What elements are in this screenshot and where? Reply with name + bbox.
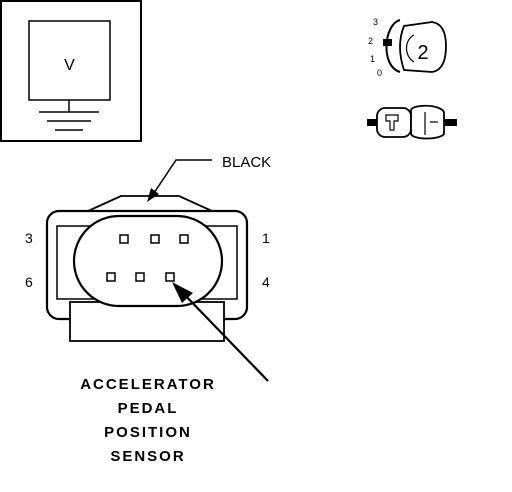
meter-symbol-label: V (64, 57, 75, 74)
connector-icon-right-wire (445, 119, 457, 126)
connector-icon-left-wire (367, 119, 377, 126)
pin-label-top-left: 3 (25, 230, 33, 246)
pin-cavity-6 (106, 272, 116, 282)
voltmeter-symbol: V (0, 0, 142, 142)
probe-arrowhead (172, 282, 193, 303)
pin-label-bottom-left: 6 (25, 274, 33, 290)
caption-line-2: PEDAL (118, 400, 179, 417)
caption-line-1: ACCELERATOR (80, 376, 216, 393)
connector-icon (367, 104, 457, 140)
meter-frame (0, 0, 142, 142)
connector-lock-tab (87, 195, 213, 212)
probe-pointer (383, 39, 392, 46)
probe-selector-icon: 3 2 1 0 2 (368, 17, 447, 78)
wire-color-arrowhead (147, 188, 159, 202)
pin-cavity-5 (135, 272, 145, 282)
connector-icon-female-half (410, 104, 445, 140)
probe-tip-edge (405, 34, 415, 63)
probe-position-0: 0 (377, 68, 382, 78)
caption-line-4: SENSOR (110, 448, 185, 465)
pin-cavity-3 (119, 234, 129, 244)
pin-label-bottom-right: 4 (262, 274, 270, 290)
wire-color-leader (151, 159, 212, 197)
probe-selected-number: 2 (417, 42, 428, 64)
connector-icon-latch (385, 114, 399, 131)
probe-pointer-arrow (172, 282, 269, 382)
connector-pin-face (72, 214, 224, 308)
wire-color-label: BLACK (222, 154, 271, 171)
caption-line-3: POSITION (104, 424, 192, 441)
probe-position-2: 2 (368, 36, 373, 46)
pin-cavity-2 (150, 234, 160, 244)
wire-color-callout: BLACK (147, 154, 271, 202)
probe-position-1: 1 (370, 54, 375, 64)
pin-cavity-1 (179, 234, 189, 244)
probe-position-3: 3 (373, 17, 378, 27)
probe-arrow-shaft (180, 290, 269, 382)
sensor-caption: ACCELERATOR PEDAL POSITION SENSOR (80, 376, 216, 465)
pin-cavity-4 (165, 272, 175, 282)
pin-label-top-right: 1 (262, 230, 270, 246)
sensor-connector: 3 1 6 4 (25, 195, 270, 342)
connector-lower-housing (69, 301, 225, 342)
